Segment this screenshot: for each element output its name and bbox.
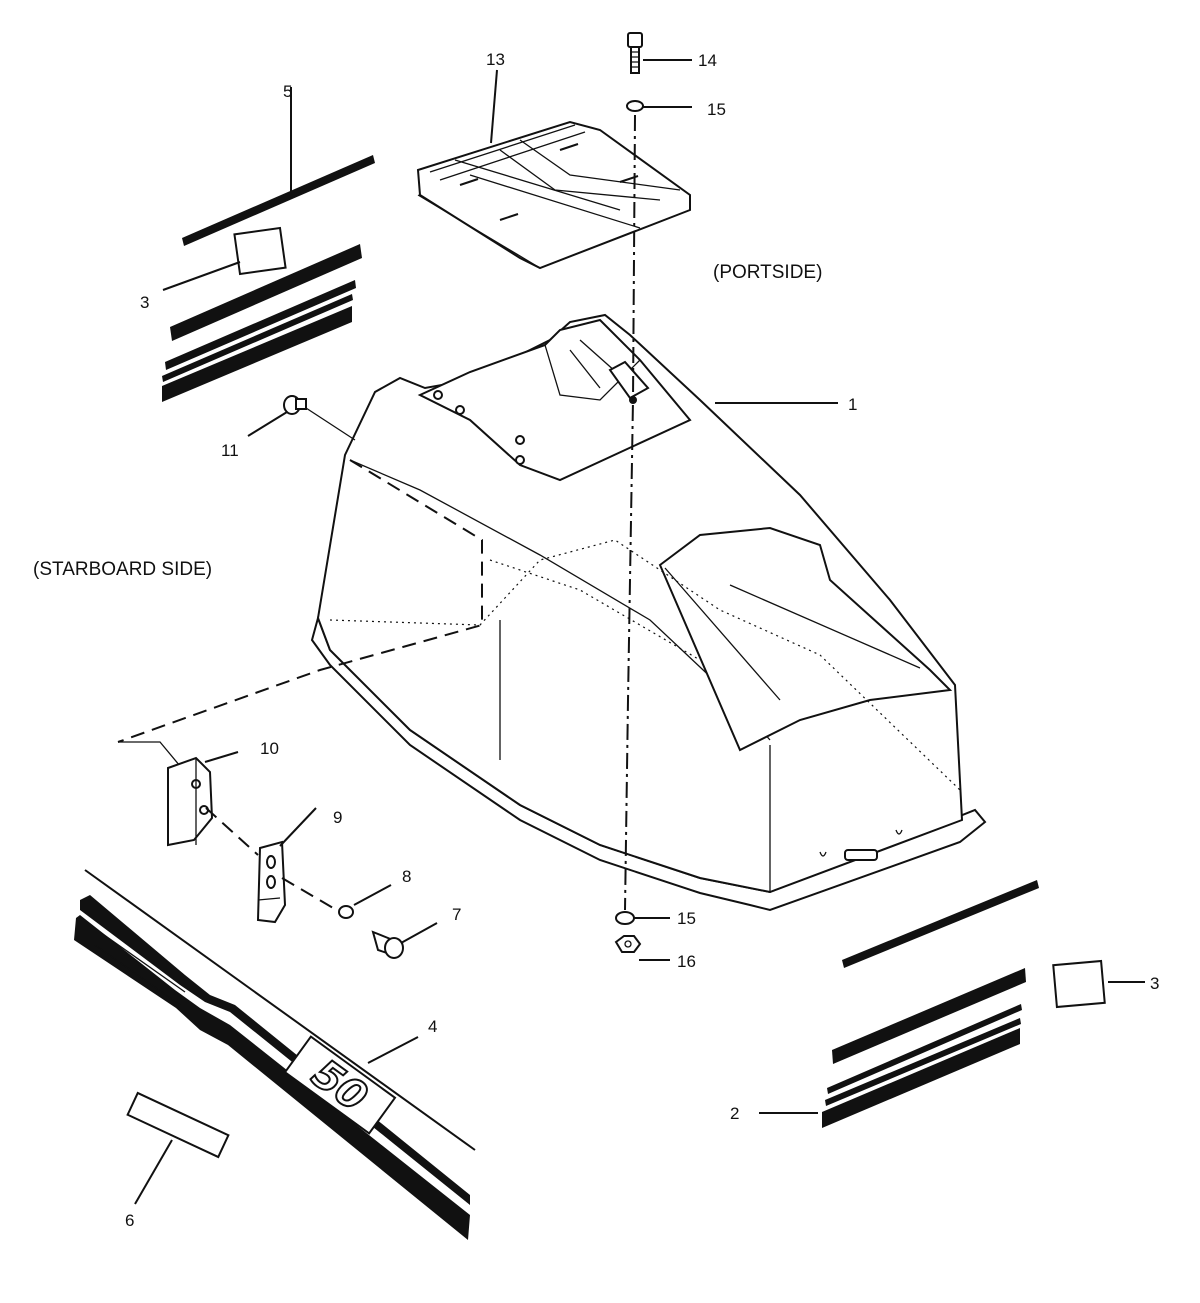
portside-label: (PORTSIDE) — [713, 262, 822, 283]
washer-top — [626, 100, 644, 112]
washer-8 — [338, 905, 354, 919]
callout-2: 2 — [730, 1104, 739, 1123]
warning-label-left — [233, 226, 287, 276]
screw-11 — [283, 395, 307, 415]
warning-label-right — [1052, 959, 1106, 1009]
callout-1: 1 — [848, 395, 857, 414]
screw-11-path — [305, 407, 356, 441]
bolt — [627, 32, 643, 74]
callout-13: 13 — [486, 50, 505, 69]
callout-4: 4 — [428, 1017, 437, 1036]
callout-7: 7 — [452, 905, 461, 924]
callout-9: 9 — [333, 808, 342, 827]
callout-6: 6 — [125, 1211, 134, 1230]
bracket-10 — [167, 756, 214, 847]
hardware-path-2 — [281, 877, 341, 913]
hardware-path — [205, 807, 259, 856]
callout-8: 8 — [402, 867, 411, 886]
model-decal: 50 — [74, 869, 476, 1240]
engine-cowl — [310, 313, 987, 912]
callout-11: 11 — [221, 441, 239, 460]
callout-3-right: 3 — [1150, 974, 1159, 993]
callout-3-left: 3 — [140, 293, 149, 312]
callout-15-top: 15 — [707, 100, 726, 119]
starboard-side-label: (STARBOARD SIDE) — [33, 559, 212, 580]
bracket-9 — [256, 840, 287, 924]
callout-5: 5 — [283, 82, 292, 101]
callout-16: 16 — [677, 952, 696, 971]
callout-15-bottom: 15 — [677, 909, 696, 928]
screw-7 — [371, 930, 404, 959]
stripe-decal-port — [822, 880, 1039, 1128]
washer-bottom — [615, 911, 635, 925]
callout-10: 10 — [260, 739, 279, 758]
stripe-decal-starboard — [162, 155, 375, 402]
callout-14: 14 — [698, 51, 717, 70]
hex-nut — [614, 935, 642, 953]
bolt-centerline — [624, 114, 636, 911]
leader-lines — [134, 59, 1145, 1205]
brand-badge: FORCE — [126, 1091, 230, 1159]
top-cover-panel — [416, 120, 691, 270]
